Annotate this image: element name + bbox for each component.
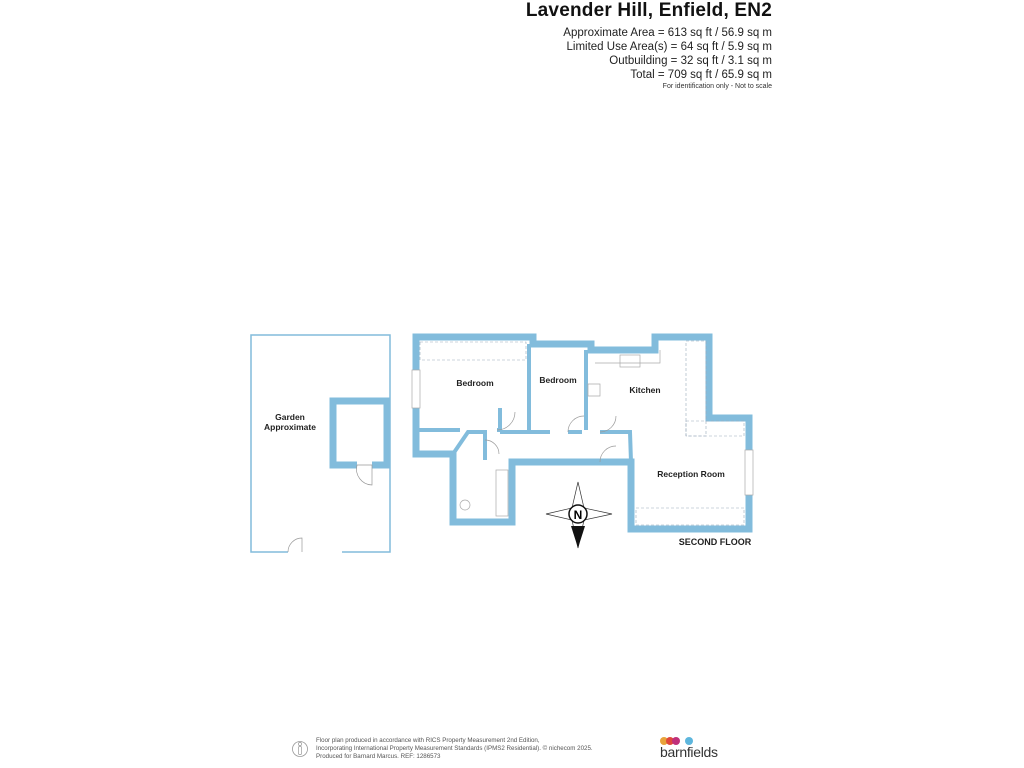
doors <box>484 411 617 463</box>
room-label-bedroom-2: Bedroom <box>539 375 577 385</box>
garden-outline <box>250 334 391 553</box>
interior-walls <box>416 344 633 464</box>
garden-door <box>287 537 303 553</box>
fixtures <box>459 350 661 517</box>
barnfields-logo: barnfields <box>660 737 718 760</box>
shed-walls <box>329 397 391 469</box>
info-person-icon <box>292 741 308 757</box>
area-limited-use: Limited Use Area(s) = 64 sq ft / 5.9 sq … <box>566 41 773 53</box>
scale-note: For identification only - Not to scale <box>662 83 772 90</box>
footer-line-1: Floor plan produced in accordance with R… <box>316 737 540 744</box>
room-label-kitchen: Kitchen <box>629 385 660 395</box>
area-summary: Approximate Area = 613 sq ft / 56.9 sq m… <box>563 26 772 82</box>
compass-icon: N <box>545 481 613 549</box>
limited-use-areas <box>419 340 745 526</box>
room-label-bedroom-1: Bedroom <box>456 378 494 388</box>
footer-line-3: Produced for Barnard Marcus. REF: 128657… <box>316 753 441 760</box>
property-title: Lavender Hill, Enfield, EN2 <box>525 0 772 21</box>
floor-label: SECOND FLOOR <box>679 537 752 547</box>
room-label-reception: Reception Room <box>657 469 725 479</box>
area-outbuilding: Outbuilding = 32 sq ft / 3.1 sq m <box>609 55 772 67</box>
footer-line-2: Incorporating International Property Mea… <box>316 745 593 752</box>
logo-dots <box>660 737 718 745</box>
room-label-garden: Garden <box>275 412 305 422</box>
window-bedroom <box>411 369 421 409</box>
logo-text: barnfields <box>660 744 718 760</box>
footer: Floor plan produced in accordance with R… <box>292 737 593 761</box>
room-label-garden-approximate: Approximate <box>264 422 316 432</box>
area-total: Total = 709 sq ft / 65.9 sq m <box>630 69 772 81</box>
area-approximate: Approximate Area = 613 sq ft / 56.9 sq m <box>563 27 772 39</box>
shed-door <box>356 464 373 486</box>
flat-outer-walls <box>412 333 753 533</box>
window-reception <box>744 449 754 496</box>
compass-letter: N <box>574 508 583 522</box>
